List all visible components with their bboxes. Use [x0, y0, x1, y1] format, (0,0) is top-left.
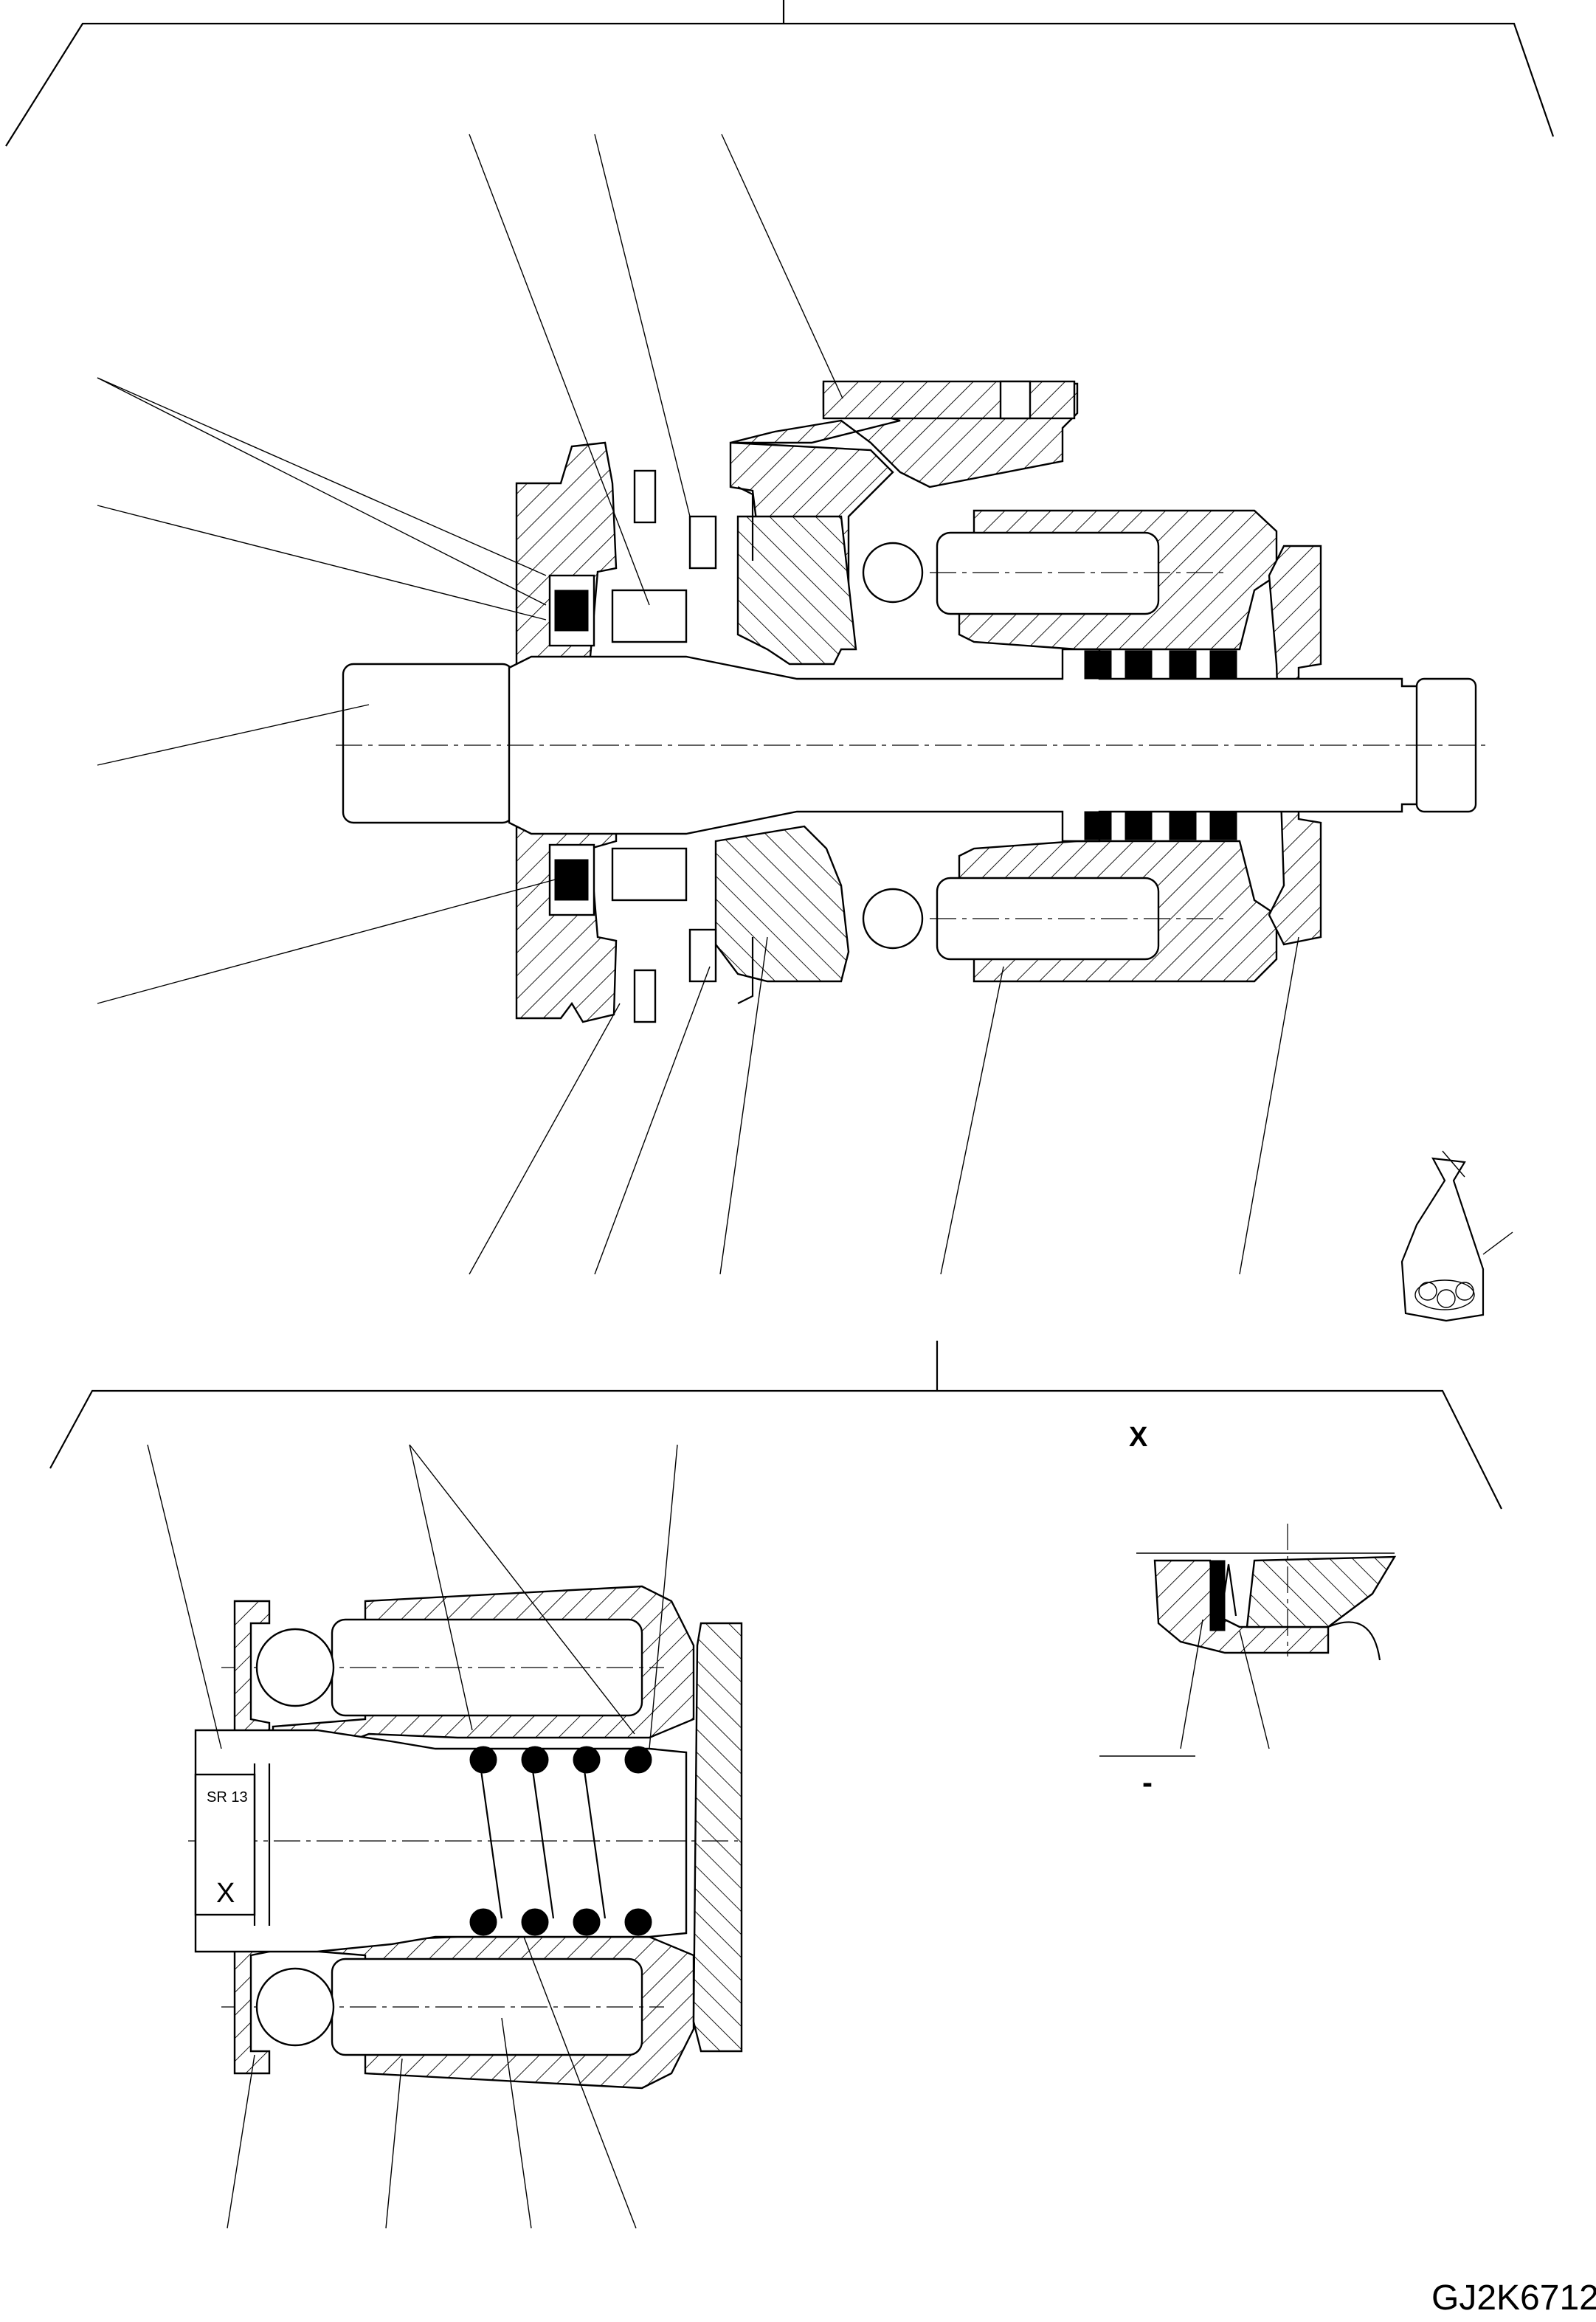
bottom-leader-lines — [147, 1444, 678, 2229]
top-bracket-plate — [822, 380, 1076, 420]
swash-plate — [736, 515, 857, 666]
bottom-assembly: X SR 13 — [188, 1585, 743, 2090]
drawing-code: GJ2K6712 — [1431, 2278, 1596, 2318]
bottom-spring — [469, 1746, 652, 1936]
detail-view-label: X — [1129, 1422, 1148, 1453]
top-assembly — [336, 380, 1490, 1023]
detail-callout-label: - — [1142, 1765, 1153, 1800]
top-leader-lines — [97, 134, 1513, 1275]
top-group-bracket — [5, 0, 1555, 147]
dimension-text: SR 13 — [207, 1789, 248, 1806]
bottom-piston-upper — [221, 1618, 664, 1717]
piston-lower — [862, 877, 1225, 961]
bearing — [548, 574, 688, 916]
spring-top — [1084, 650, 1237, 840]
bottom-piston-lower — [221, 1958, 664, 2056]
bottom-group-bracket — [49, 1341, 1502, 1510]
end-cap — [194, 1773, 256, 1916]
detail-view-x: X - — [1099, 1422, 1397, 1800]
bottom-bore — [194, 1729, 688, 1953]
main-shaft — [336, 648, 1490, 843]
parts-bag-icon — [1400, 1150, 1485, 1322]
section-marker: X — [216, 1878, 235, 1909]
piston-upper — [862, 531, 1225, 615]
screw-lower — [633, 969, 657, 1023]
screw-upper — [633, 469, 657, 524]
